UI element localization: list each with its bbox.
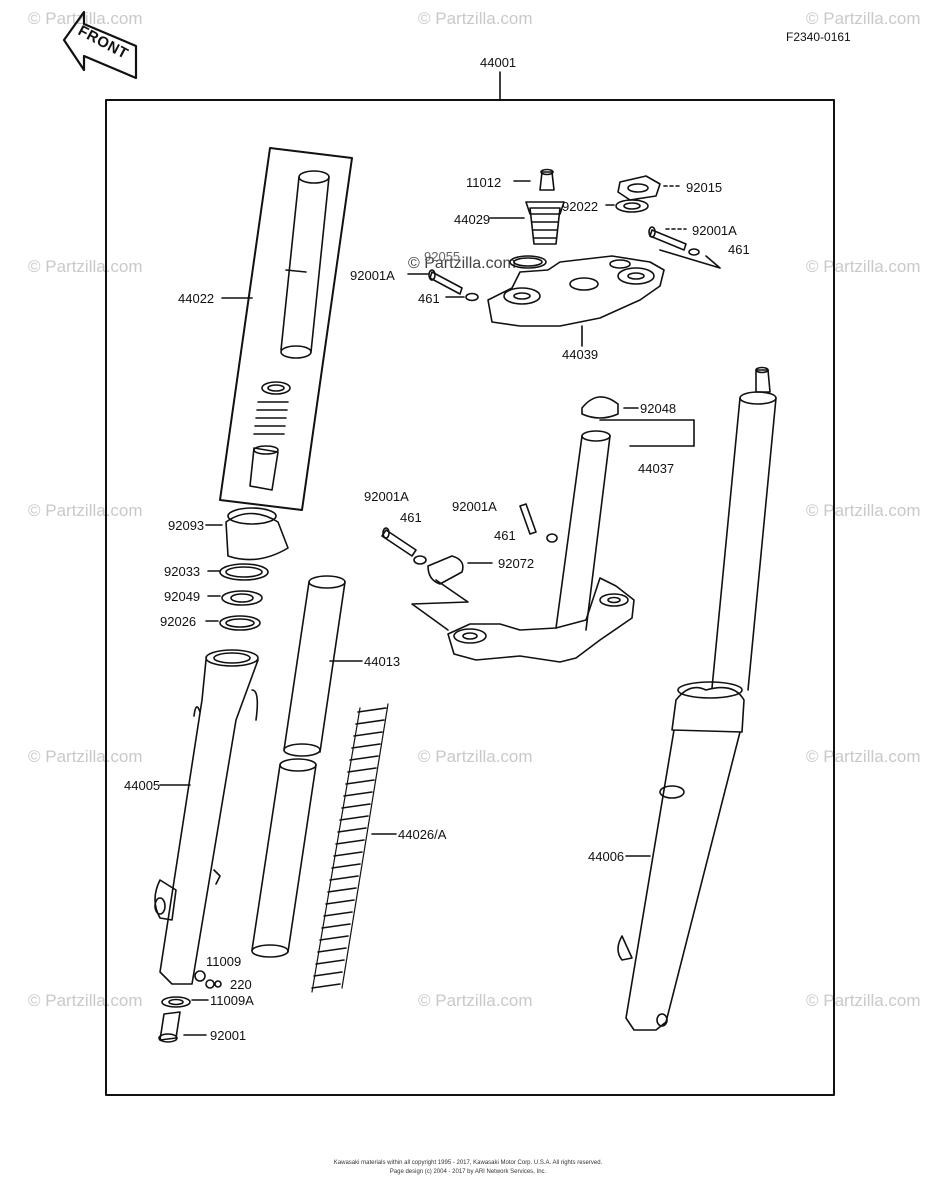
part-label: 461 — [418, 291, 440, 306]
watermark: © Partzilla.com — [806, 9, 921, 28]
fork-spring — [311, 703, 389, 993]
assembly-label: 44001 — [480, 55, 517, 70]
part-label: 92001A — [350, 268, 395, 283]
watermark: © Partzilla.com — [28, 9, 143, 28]
part-label: 44022 — [178, 291, 215, 306]
assembly-frame — [105, 99, 835, 1096]
part-label: 92026 — [160, 614, 197, 629]
part-label: 44029 — [454, 212, 491, 227]
part-label: 44026/A — [398, 827, 447, 842]
watermark: © Partzilla.com — [418, 747, 533, 766]
part-label: 461 — [400, 510, 422, 525]
lower-bracket — [447, 577, 635, 663]
watermark: © Partzilla.com — [28, 257, 143, 276]
part-label: 44005 — [124, 778, 161, 793]
part-label: 92072 — [498, 556, 535, 571]
part-label: 44013 — [364, 654, 401, 669]
part-label: 92048 — [640, 401, 677, 416]
right-fork-assembly — [617, 366, 777, 1031]
upper-bracket — [487, 255, 665, 327]
part-label: 92001A — [452, 499, 497, 514]
figure-code: F2340-0161 — [786, 30, 851, 44]
part-label: 11009 — [206, 954, 242, 969]
watermark: © Partzilla.com — [418, 9, 533, 28]
part-label: 92015 — [686, 180, 723, 195]
watermark: © Partzilla.com — [418, 991, 533, 1010]
watermark: © Partzilla.com — [28, 991, 143, 1010]
watermark-center: © Partzilla.com — [408, 255, 516, 272]
part-label: 92093 — [168, 518, 205, 533]
front-arrow-icon — [62, 10, 138, 80]
parts-kit-box — [219, 147, 353, 511]
copyright-line: Kawasaki materials within all copyright … — [333, 1160, 603, 1166]
part-label: 92033 — [164, 564, 201, 579]
part-label: 92022 — [562, 199, 599, 214]
part-label: 92055 — [424, 249, 461, 264]
part-label: 461 — [728, 242, 750, 257]
left-fork-outer — [154, 649, 259, 985]
part-label: 92001A — [692, 223, 737, 238]
part-label: 11012 — [466, 175, 502, 190]
part-label: 44039 — [562, 347, 599, 362]
part-label: 92001 — [210, 1028, 247, 1043]
part-label: 11009A — [210, 993, 254, 1008]
part-label: 44006 — [588, 849, 625, 864]
part-label: 92049 — [164, 589, 201, 604]
part-label: 92001A — [364, 489, 409, 504]
part-label: 44037 — [638, 461, 675, 476]
watermark: © Partzilla.com — [28, 501, 143, 520]
part-label: 461 — [494, 528, 516, 543]
part-label: 220 — [230, 977, 252, 992]
watermark: © Partzilla.com — [28, 747, 143, 766]
page-design-line: Page design (c) 2004 - 2017 by ARI Netwo… — [389, 1169, 547, 1175]
